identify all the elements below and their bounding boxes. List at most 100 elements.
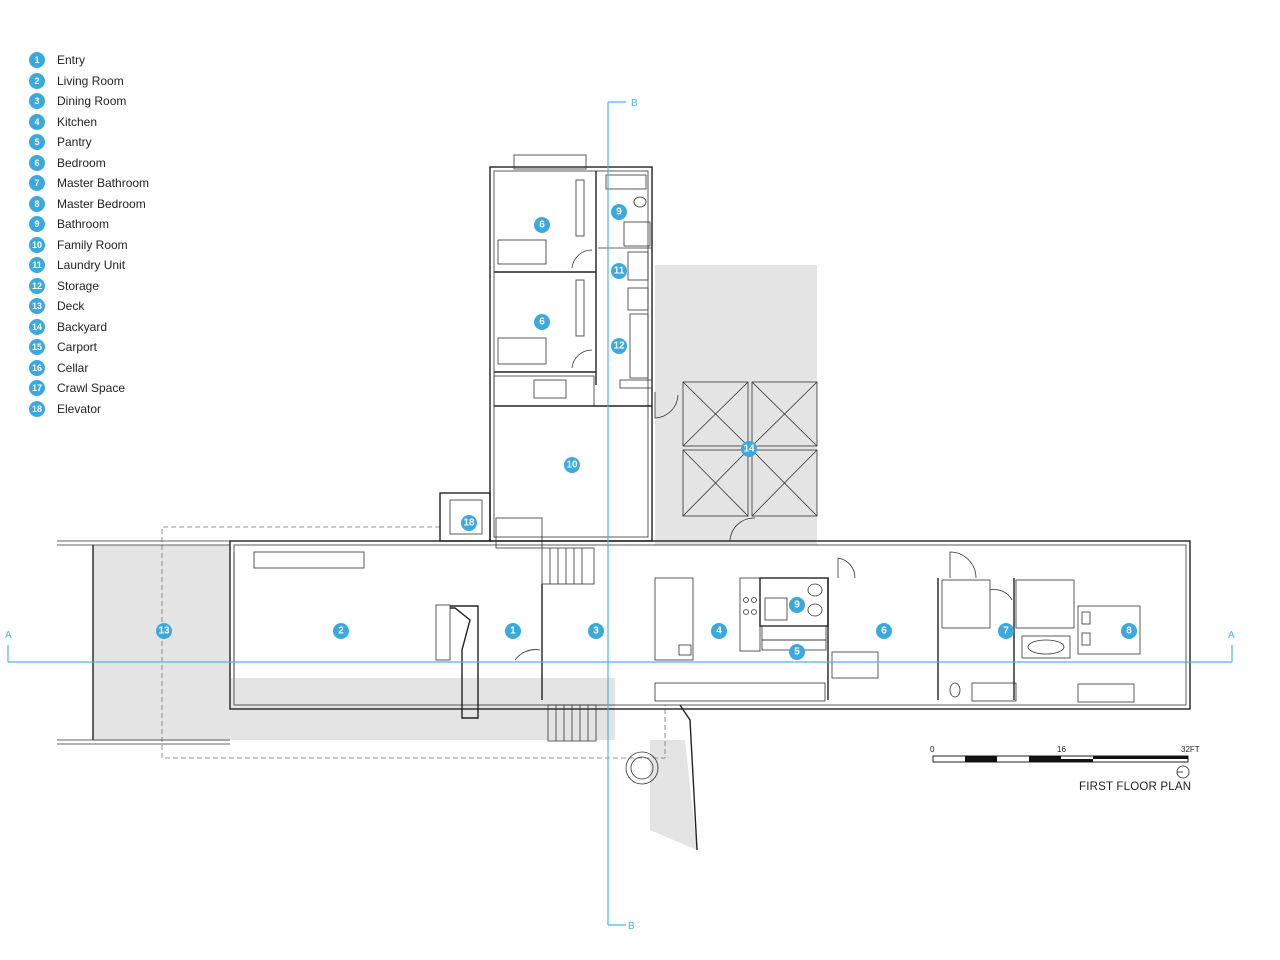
legend-label: Pantry: [57, 135, 92, 150]
legend-label: Dining Room: [57, 94, 127, 109]
svg-text:18: 18: [463, 518, 475, 529]
svg-text:14: 14: [743, 444, 755, 455]
legend-label: Deck: [57, 299, 85, 314]
legend-badge: 16: [29, 359, 45, 376]
svg-text:9: 9: [616, 207, 622, 218]
room-tag-bathroom-upper: 9: [611, 204, 627, 220]
scale-label-mid: 16: [1057, 745, 1066, 754]
room-tag-storage: 12: [611, 338, 627, 354]
legend-item: 15 Carport: [29, 337, 149, 358]
backyard-pavers: [682, 381, 818, 517]
plan-title: FIRST FLOOR PLAN: [1079, 781, 1192, 793]
room-tag-kitchen: 4: [711, 623, 727, 639]
legend-item: 5 Pantry: [29, 132, 149, 153]
legend-badge: 15: [29, 339, 45, 356]
legend-label: Kitchen: [57, 114, 98, 129]
legend-badge: 7: [29, 175, 45, 192]
room-tag-pantry: 5: [789, 644, 805, 660]
legend-label: Master Bedroom: [57, 196, 146, 211]
scale-label-zero: 0: [930, 745, 935, 754]
legend-label: Laundry Unit: [57, 258, 126, 273]
room-tag-bedroom-1: 6: [534, 217, 550, 233]
svg-text:8: 8: [1126, 626, 1132, 637]
legend-item: 6 Bedroom: [29, 153, 149, 174]
room-tag-backyard: 14: [741, 441, 757, 457]
legend-badge: 18: [29, 400, 45, 417]
room-tag-bathroom-lower: 9: [789, 597, 805, 613]
svg-text:6: 6: [539, 317, 545, 328]
legend-item: 16 Cellar: [29, 358, 149, 379]
legend-item: 8 Master Bedroom: [29, 194, 149, 215]
svg-text:1: 1: [510, 626, 516, 637]
deck-area: [93, 545, 230, 741]
legend-label: Master Bathroom: [57, 176, 150, 191]
svg-text:11: 11: [614, 266, 625, 277]
legend-badge: 1: [29, 52, 45, 69]
legend-label: Crawl Space: [57, 381, 126, 396]
legend-label: Backyard: [57, 319, 108, 334]
elevator-shaft: [439, 492, 491, 542]
section-a-label-right: A: [1228, 630, 1235, 641]
legend-badge: 9: [29, 216, 45, 233]
svg-text:10: 10: [566, 460, 578, 471]
room-tag-laundry-unit: 11: [611, 263, 627, 279]
room-tag-elevator: 18: [461, 515, 477, 531]
north-wing-walls: [489, 166, 653, 542]
carport-outline: [161, 526, 666, 759]
legend-badge: 10: [29, 236, 45, 253]
legend-label: Elevator: [57, 401, 102, 416]
scale-label-max: 32FT: [1181, 745, 1200, 754]
legend-badge: 5: [29, 134, 45, 151]
svg-text:3: 3: [593, 626, 599, 637]
legend-badge: 4: [29, 113, 45, 130]
room-tag-family-room: 10: [564, 457, 580, 473]
legend-badge: 11: [29, 257, 45, 274]
legend-item: 7 Master Bathroom: [29, 173, 149, 194]
legend-item: 4 Kitchen: [29, 112, 149, 133]
svg-text:13: 13: [158, 626, 170, 637]
main-wing-walls: [229, 540, 1191, 710]
room-tag-deck: 13: [156, 623, 172, 639]
backyard-area: [655, 265, 817, 545]
legend-item: 14 Backyard: [29, 317, 149, 338]
legend-label: Entry: [57, 53, 86, 68]
legend-item: 9 Bathroom: [29, 214, 149, 235]
section-b-label-top: B: [631, 98, 638, 109]
room-tag-bedroom-2: 6: [534, 314, 550, 330]
room-tag-entry: 1: [505, 623, 521, 639]
legend-badge: 6: [29, 154, 45, 171]
svg-text:4: 4: [716, 626, 722, 637]
legend-item: 2 Living Room: [29, 71, 149, 92]
legend-label: Bathroom: [57, 217, 110, 232]
svg-text:6: 6: [881, 626, 887, 637]
section-b-label-bottom: B: [628, 921, 635, 932]
legend-label: Carport: [57, 340, 98, 355]
room-tag-living-room: 2: [333, 623, 349, 639]
svg-text:9: 9: [794, 600, 800, 611]
room-legend: 1 Entry 2 Living Room 3 Dining Room 4 Kitche…: [29, 50, 149, 419]
room-tag-master-bedroom: 8: [1121, 623, 1137, 639]
svg-text:12: 12: [613, 341, 625, 352]
legend-badge: 2: [29, 72, 45, 89]
legend-badge: 13: [29, 298, 45, 315]
legend-label: Bedroom: [57, 155, 106, 170]
north-arrow-icon: [1176, 765, 1190, 779]
legend-label: Cellar: [57, 360, 89, 375]
legend-label: Living Room: [57, 73, 124, 88]
legend-badge: 12: [29, 277, 45, 294]
legend-item: 12 Storage: [29, 276, 149, 297]
svg-text:5: 5: [794, 647, 800, 658]
legend-item: 18 Elevator: [29, 399, 149, 420]
legend-item: 13 Deck: [29, 296, 149, 317]
legend-item: 11 Laundry Unit: [29, 255, 149, 276]
legend-label: Storage: [57, 278, 100, 293]
legend-badge: 8: [29, 195, 45, 212]
legend-badge: 3: [29, 93, 45, 110]
legend-badge: 14: [29, 318, 45, 335]
legend-item: 3 Dining Room: [29, 91, 149, 112]
svg-text:6: 6: [539, 220, 545, 231]
svg-text:2: 2: [338, 626, 344, 637]
